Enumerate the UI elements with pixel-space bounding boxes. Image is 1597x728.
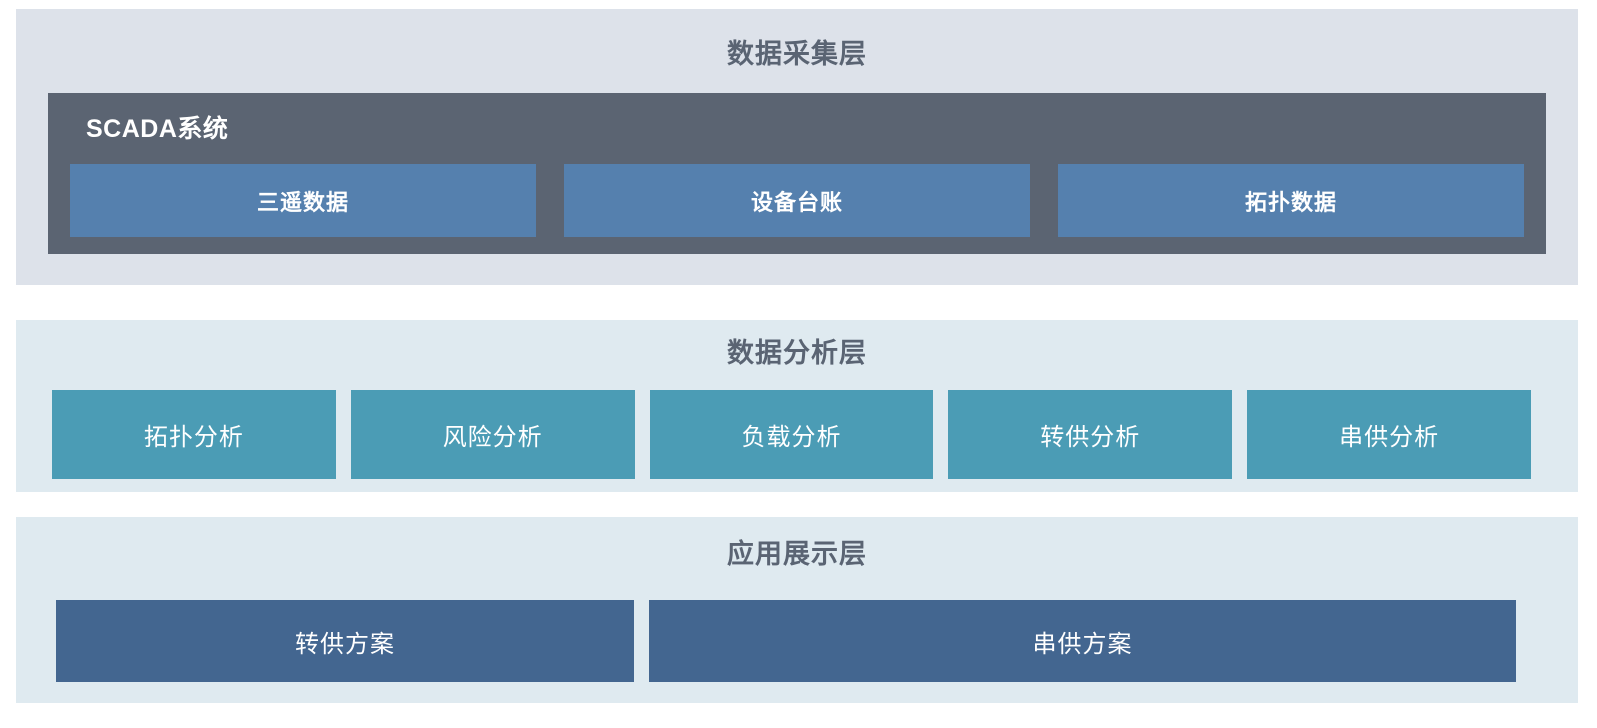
- analysis-item-transfer-supply[interactable]: 转供分析: [948, 390, 1233, 479]
- scada-item-equipment-ledger[interactable]: 设备台账: [564, 164, 1030, 237]
- layer-data-analysis: 数据分析层 拓扑分析 风险分析 负载分析 转供分析 串供分析: [16, 320, 1578, 492]
- layer-title-data-analysis: 数据分析层: [727, 338, 867, 368]
- application-item-series-supply-plan[interactable]: 串供方案: [649, 600, 1516, 682]
- layer-application-presentation: 应用展示层 转供方案 串供方案: [16, 517, 1578, 703]
- scada-system-group: SCADA系统 三遥数据 设备台账 拓扑数据: [48, 93, 1546, 254]
- analysis-item-series-supply[interactable]: 串供分析: [1247, 390, 1531, 479]
- scada-item-list: 三遥数据 设备台账 拓扑数据: [70, 164, 1524, 237]
- application-item-transfer-supply-plan[interactable]: 转供方案: [56, 600, 634, 682]
- scada-item-sanyao-data[interactable]: 三遥数据: [70, 164, 536, 237]
- analysis-item-load[interactable]: 负载分析: [649, 390, 934, 479]
- application-item-list: 转供方案 串供方案: [56, 600, 1516, 682]
- layer-data-collection: 数据采集层 SCADA系统 三遥数据 设备台账 拓扑数据: [16, 9, 1578, 285]
- analysis-item-risk[interactable]: 风险分析: [350, 390, 635, 479]
- scada-system-label: SCADA系统: [86, 115, 229, 143]
- layer-title-data-collection: 数据采集层: [727, 39, 867, 69]
- analysis-item-topology[interactable]: 拓扑分析: [52, 390, 336, 479]
- scada-item-topology-data[interactable]: 拓扑数据: [1058, 164, 1524, 237]
- analysis-item-list: 拓扑分析 风险分析 负载分析 转供分析 串供分析: [52, 390, 1531, 479]
- layer-title-application-presentation: 应用展示层: [727, 539, 867, 569]
